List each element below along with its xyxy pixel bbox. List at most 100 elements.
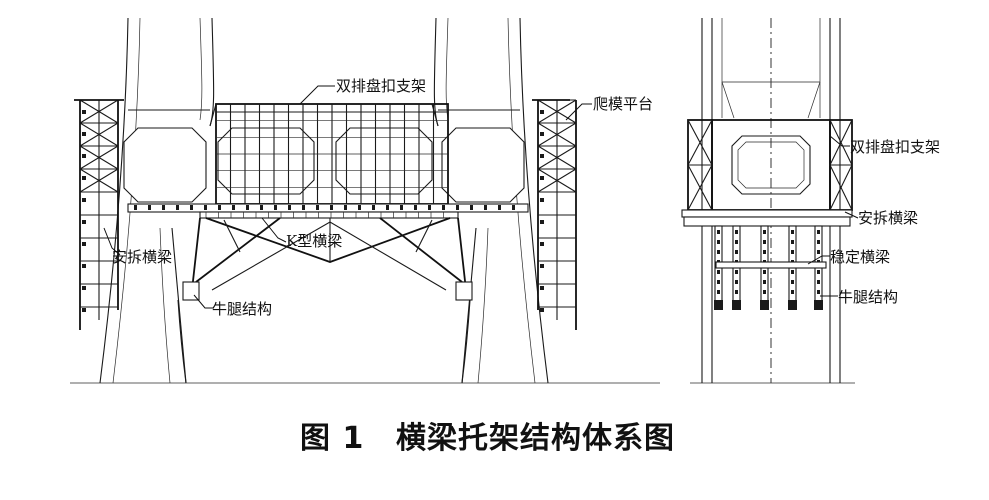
- crossbeam-corner-lines: [209, 103, 439, 127]
- beam-bolt: [162, 205, 165, 210]
- right-platform-node: [540, 308, 544, 312]
- left-elevation-view: [70, 17, 660, 384]
- hanger-base: [814, 300, 823, 310]
- right-platform-node: [540, 220, 544, 224]
- beam-bolt: [232, 205, 235, 210]
- left-platform-brace: [79, 122, 119, 147]
- hanger-base: [732, 300, 741, 310]
- beam-bolt: [260, 205, 263, 210]
- hanger-bolt: [791, 250, 794, 254]
- crossbeam-hollow-cell-inner: [737, 141, 805, 189]
- hanger-bolt: [735, 270, 738, 274]
- leader-install-right: [844, 211, 859, 219]
- scaffold-inner-box-right: [335, 127, 433, 195]
- k-truss-diagonal: [195, 217, 463, 283]
- beam-bolt: [456, 205, 459, 210]
- leader-platform: [565, 103, 592, 121]
- hanger-bolt: [817, 280, 820, 284]
- double-row-scaffold-grid: [215, 103, 449, 205]
- left-tower-inner-upper-edge: [209, 17, 215, 127]
- left-platform-node: [82, 308, 86, 312]
- left-tower-line-3: [199, 17, 203, 121]
- right-platform-node: [540, 132, 544, 136]
- hanger-bolt: [735, 240, 738, 244]
- label-double-row-scaffold-right: 双排盘扣支架: [850, 138, 940, 156]
- k-beam-truss: [191, 212, 467, 291]
- right-platform-node: [540, 154, 544, 158]
- label-k-beam: K型横梁: [286, 232, 342, 250]
- right-climbing-platform: [532, 99, 577, 330]
- hanger-bolt: [717, 240, 720, 244]
- hanger-bolt: [717, 280, 720, 284]
- right-platform-brace: [537, 122, 577, 147]
- beam-bolt: [246, 205, 249, 210]
- beam-bolt: [400, 205, 403, 210]
- label-double-row-scaffold-left: 双排盘扣支架: [336, 77, 426, 95]
- figure-number: 图 1: [300, 421, 364, 456]
- hanger-bolt: [763, 230, 766, 234]
- hanger-bolt: [763, 290, 766, 294]
- beam-bolt: [372, 205, 375, 210]
- beam-bolt: [386, 205, 389, 210]
- left-platform-node: [82, 220, 86, 224]
- leader-lines: [103, 85, 859, 309]
- beam-bolt: [344, 205, 347, 210]
- right-view-scaffolds: [687, 119, 853, 211]
- beam-bolt: [176, 205, 179, 210]
- beam-bolt: [274, 205, 277, 210]
- right-scaffold-brace: [829, 164, 853, 211]
- hanger-base: [714, 300, 723, 310]
- hanger-base: [788, 300, 797, 310]
- right-box-section: [441, 127, 525, 203]
- beam-bolt: [512, 205, 515, 210]
- install-remove-beam-right-view-lower: [683, 216, 851, 227]
- hanger-bolt: [763, 240, 766, 244]
- right-tower-outer-edge: [519, 17, 549, 384]
- hanger-base: [760, 300, 769, 310]
- hanger-bolt: [791, 270, 794, 274]
- beam-bolt: [470, 205, 473, 210]
- left-platform-brace: [79, 145, 119, 170]
- left-platform-brace: [79, 99, 119, 124]
- hanger-bolt: [763, 250, 766, 254]
- label-install-remove-beam-right: 安拆横梁: [858, 209, 918, 227]
- beam-bolt-marks: [134, 205, 515, 210]
- right-leg-lower-inner: [461, 227, 477, 384]
- leader-k-beam: [261, 217, 287, 243]
- corbel-block-2: [455, 281, 473, 301]
- hanger-bolt: [717, 270, 720, 274]
- hanger-bolt: [817, 240, 820, 244]
- beam-bolt: [442, 205, 445, 210]
- beam-bolt: [134, 205, 137, 210]
- figure-title: 横梁托架结构体系图: [396, 421, 675, 456]
- right-platform-node: [540, 110, 544, 114]
- hanger-bolt: [735, 280, 738, 284]
- left-platform-node: [82, 176, 86, 180]
- k-truss-strut: [223, 219, 433, 253]
- scaffold-inner-box-left: [217, 127, 315, 195]
- beam-bolt: [190, 205, 193, 210]
- left-box-section: [123, 127, 207, 203]
- left-platform-node: [82, 264, 86, 268]
- right-tower-inner-upper-edge: [433, 17, 439, 127]
- right-platform-brace: [537, 168, 577, 193]
- right-platform-node: [540, 198, 544, 202]
- leader-corbel-left: [193, 294, 214, 309]
- hanger-bolt: [791, 280, 794, 284]
- left-leg-lower-inner-2: [159, 227, 171, 384]
- beam-bolt: [484, 205, 487, 210]
- beam-bolt: [288, 205, 291, 210]
- right-platform-node: [540, 264, 544, 268]
- corbel-left-blocks: [182, 281, 473, 301]
- right-scaffold-brace: [829, 119, 853, 166]
- right-platform-node: [540, 242, 544, 246]
- hanger-bolt: [817, 290, 820, 294]
- leader-scaffold-right: [829, 135, 850, 147]
- left-platform-node: [82, 242, 86, 246]
- right-side-view: [681, 18, 855, 384]
- hanger-bolt: [763, 270, 766, 274]
- beam-bolt: [302, 205, 305, 210]
- hanger-bolt: [735, 250, 738, 254]
